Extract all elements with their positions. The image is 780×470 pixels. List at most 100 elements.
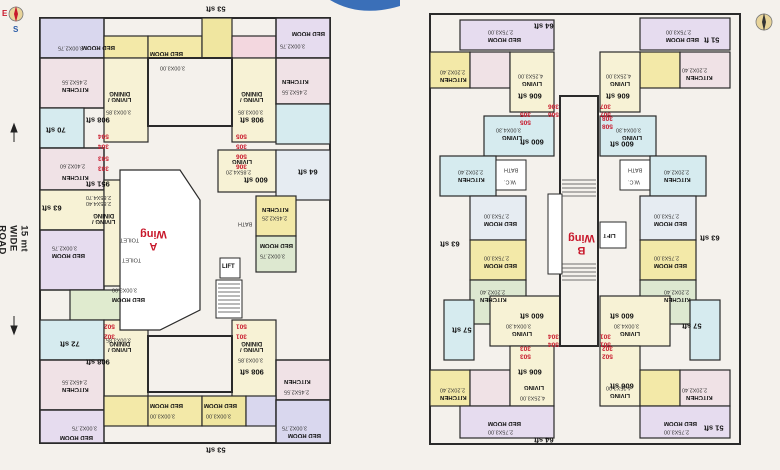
area-a-4: 600 sft bbox=[244, 175, 268, 185]
room-a-kitchen-3: KITCHEN bbox=[62, 174, 89, 180]
dim-b-bed-7: 2.75X3.00 bbox=[488, 428, 514, 435]
dim-b-living-2: 4.25X3.00 bbox=[606, 72, 632, 79]
room-b-bed-3: BED ROOM bbox=[484, 220, 517, 226]
room-b-kitchen-1: KITCHEN bbox=[440, 76, 467, 82]
flat-a-502: 502 bbox=[104, 322, 115, 330]
room-b-kitchen-7: KITCHEN bbox=[440, 394, 467, 400]
wc-b-2: W.C. bbox=[628, 178, 640, 185]
dim-b-kitchen-6: 2.20X2.40 bbox=[664, 288, 690, 295]
room-b-bed-7: BED ROOM bbox=[488, 420, 521, 426]
bath-b-1: BATH bbox=[504, 166, 519, 173]
flat-b-307: 307 bbox=[600, 102, 611, 110]
dim-a-bed-4: 3.00X2.75 bbox=[260, 252, 286, 259]
room-b-bed-2: BED ROOM bbox=[666, 36, 699, 42]
room-b-bed-6: BED ROOM bbox=[654, 262, 687, 268]
dim-a-living-3: 2.85X4.40 2.85X4.70 bbox=[86, 194, 112, 207]
terrace-b-3: 63 sft bbox=[440, 239, 460, 249]
room-b-kitchen-4: KITCHEN bbox=[664, 176, 691, 182]
room-a-living-6: LIVING / DINING bbox=[240, 340, 264, 352]
bath-b-2: BATH bbox=[628, 166, 643, 173]
room-a-kitchen-2: KITCHEN bbox=[282, 78, 309, 84]
dim-a-kitchen-4: 2.45X2.25 bbox=[262, 214, 288, 221]
compass-south-label: S bbox=[13, 25, 19, 34]
compass-east-label: E bbox=[2, 9, 8, 18]
area-a-5: 908 sft bbox=[86, 357, 110, 367]
flat-b-506: 506 bbox=[548, 110, 559, 118]
room-a-bed-2: BED ROOM bbox=[150, 50, 183, 56]
flat-a-305: 305 bbox=[236, 142, 247, 150]
dim-a-living-6: 3.00X3.85 bbox=[238, 356, 264, 363]
compass-icon bbox=[8, 6, 24, 22]
dim-a-living-4: 2.85X4.20 bbox=[226, 168, 252, 175]
dim-b-kitchen-5: 2.20X2.40 bbox=[480, 288, 506, 295]
wing-b-plan bbox=[429, 13, 741, 445]
flat-b-305: 305 bbox=[520, 110, 531, 118]
room-b-kitchen-5: KITCHEN bbox=[480, 296, 507, 302]
dim-b-kitchen-4: 2.20X2.40 bbox=[664, 168, 690, 175]
room-b-living-2: LIVING bbox=[610, 80, 631, 86]
terrace-b-8: 51 sft bbox=[704, 423, 724, 433]
wing-a-plan bbox=[39, 17, 331, 444]
area-b-1: 606 sft bbox=[518, 91, 542, 101]
room-b-living-1: LIVING bbox=[522, 80, 543, 86]
dim-b-living-3: 3.00X4.30 bbox=[496, 126, 522, 133]
terrace-a-6: 53 sft bbox=[206, 445, 226, 455]
room-b-bed-5: BED ROOM bbox=[484, 262, 517, 268]
room-b-living-4: LIVING bbox=[622, 134, 643, 140]
flat-a-504: 504 bbox=[98, 132, 109, 140]
room-b-bed-1: BED ROOM bbox=[488, 36, 521, 42]
stairs-b bbox=[562, 179, 596, 281]
room-a-kitchen-5: KITCHEN bbox=[62, 386, 89, 392]
room-b-living-7: LIVING bbox=[524, 384, 545, 390]
room-a-bed-6: BED ROOM bbox=[112, 296, 145, 302]
flat-b-302: 302 bbox=[602, 344, 613, 352]
dim-a-living-2: 3.00X3.85 bbox=[238, 108, 264, 115]
room-a-bed-8: BED ROOM bbox=[150, 402, 183, 408]
toilet-a-2: TOILET bbox=[122, 256, 142, 263]
road-label: 15 mt WIDE ROAD bbox=[0, 150, 30, 330]
area-a-1: 908 sft bbox=[86, 115, 110, 125]
room-a-bed-3: BED ROOM bbox=[292, 30, 325, 36]
dim-b-living-7: 4.25X3.00 bbox=[520, 394, 546, 401]
room-b-bed-8: BED ROOM bbox=[664, 420, 697, 426]
dim-a-bed-5: 3.00X2.75 bbox=[52, 244, 78, 251]
dim-b-kitchen-8: 2.20X2.40 bbox=[682, 386, 708, 393]
room-a-living-1: LIVING / DINING bbox=[108, 90, 132, 102]
header-arc bbox=[330, 0, 400, 11]
dim-b-bed-5: 2.75X3.00 bbox=[484, 254, 510, 261]
room-a-bed-5: BED ROOM bbox=[52, 252, 85, 258]
wing-a-label: A Wing bbox=[140, 228, 167, 252]
room-a-bed-10: BED ROOM bbox=[288, 432, 321, 438]
dim-a-bed-8: 3.00X3.00 bbox=[150, 412, 176, 419]
flat-b-306: 306 bbox=[548, 102, 559, 110]
room-a-bed-9: BED ROOM bbox=[204, 402, 237, 408]
flat-a-303: 303 bbox=[98, 164, 109, 172]
dim-b-bed-6: 2.75X3.00 bbox=[654, 254, 680, 261]
dim-b-kitchen-7: 2.20X2.40 bbox=[440, 386, 466, 393]
flat-b-303: 303 bbox=[520, 344, 531, 352]
dim-b-bed-2: 2.75X3.00 bbox=[666, 28, 692, 35]
dim-a-living-1: 3.00X3.85 bbox=[106, 108, 132, 115]
terrace-b-4: 63 sft bbox=[700, 233, 720, 243]
flat-a-503: 503 bbox=[98, 154, 109, 162]
flat-b-505: 505 bbox=[520, 118, 531, 126]
dim-b-kitchen-3: 2.20X2.40 bbox=[458, 168, 484, 175]
dim-b-living-6: 3.00X4.30 bbox=[614, 322, 640, 329]
terrace-a-1: 53 sft bbox=[206, 4, 226, 14]
dim-a-living-5: 3.00X3.85 bbox=[106, 336, 132, 343]
flat-b-504: 504 bbox=[548, 340, 559, 348]
room-a-kitchen-4: KITCHEN bbox=[262, 206, 289, 212]
flat-b-301: 301 bbox=[600, 332, 611, 340]
dim-a-bed-7: 3.00X2.75 bbox=[72, 424, 98, 431]
room-b-kitchen-3: KITCHEN bbox=[458, 176, 485, 182]
flat-b-503: 503 bbox=[520, 352, 531, 360]
dim-a-bed-6: 3.00X3.00 bbox=[112, 286, 138, 293]
lift-label-b: LIFT bbox=[603, 232, 616, 238]
terrace-a-5: 72 sft bbox=[60, 339, 80, 349]
dim-a-bed-10: 3.00X2.75 bbox=[282, 424, 308, 431]
terrace-a-3: 63 sft bbox=[42, 203, 62, 213]
flat-a-501: 501 bbox=[236, 322, 247, 330]
area-a-6: 908 sft bbox=[240, 367, 264, 377]
dim-b-kitchen-1: 2.20X2.40 bbox=[440, 68, 466, 75]
room-a-bed-4: BED ROOM bbox=[260, 242, 293, 248]
